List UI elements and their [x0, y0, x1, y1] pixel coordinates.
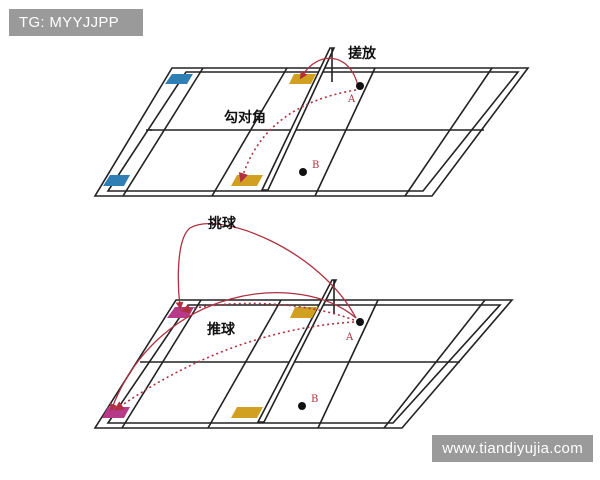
target-blue-back-top [165, 74, 193, 84]
player-point-a-top [356, 82, 364, 90]
net-top [260, 47, 336, 191]
court-bottom: A B 挑球 推球 [93, 215, 514, 429]
watermark-telegram: TG: MYYJJPP [9, 9, 143, 36]
player-point-b-bottom [298, 402, 306, 410]
target-yellow-cross-top [231, 175, 263, 186]
player-point-b-top [299, 168, 307, 176]
point-a-label-bottom: A [345, 332, 354, 343]
push-shot-dotted [180, 302, 355, 321]
net-shot-arc [299, 57, 359, 87]
net-bottom [256, 279, 338, 423]
push-cross-dotted [114, 321, 355, 411]
label-net-shot: 搓放 [348, 45, 377, 62]
target-yellow-cross-bottom [231, 407, 263, 418]
point-a-label-top: A [347, 94, 356, 105]
target-yellow-net-bottom [290, 307, 318, 318]
label-lift: 挑球 [208, 215, 237, 232]
point-b-label-bottom: B [311, 394, 318, 405]
point-b-label-top: B [312, 160, 319, 171]
target-blue-front-top [103, 175, 130, 186]
lift-shot-arc [175, 223, 357, 319]
court-top: A B 搓放 勾对角 [93, 45, 530, 197]
lift-cross-arc [109, 292, 357, 412]
watermark-website: www.tiandiyujia.com [432, 435, 593, 462]
target-purple-front-bottom [102, 407, 130, 418]
cross-shot-dotted [238, 89, 357, 183]
player-point-a-bottom [356, 318, 364, 326]
label-cross-court: 勾对角 [224, 109, 266, 126]
label-push: 推球 [207, 321, 236, 338]
